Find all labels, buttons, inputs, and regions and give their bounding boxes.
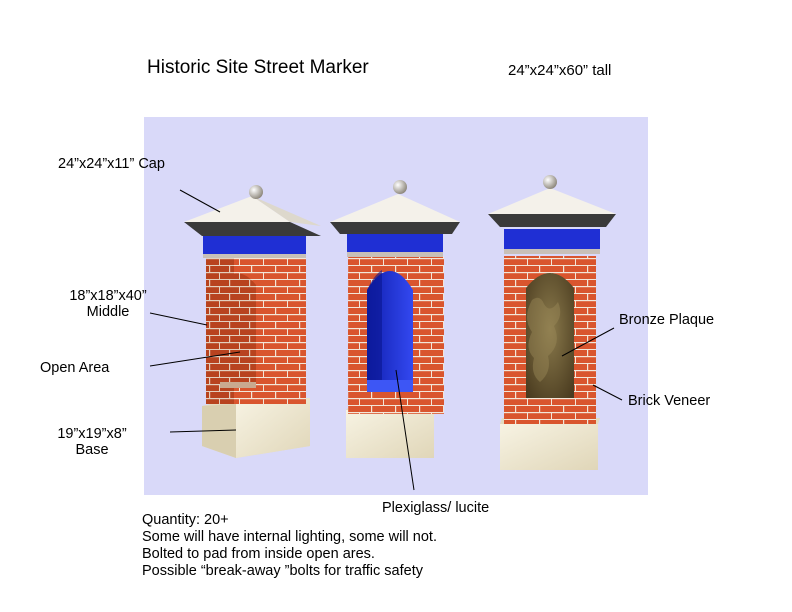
- leader-plexiglass: [395, 369, 415, 491]
- label-brick-veneer: Brick Veneer: [628, 393, 711, 409]
- label-cap: 24”x24”x11” Cap: [58, 156, 165, 172]
- leader-bronze-plaque: [561, 327, 615, 357]
- diagram-title: Historic Site Street Marker: [147, 57, 369, 78]
- label-base-name: Base: [75, 442, 109, 458]
- note-break-away: Possible “break-away ”bolts for traffic …: [142, 563, 423, 579]
- leader-middle: [149, 312, 208, 326]
- label-middle-name: Middle: [86, 304, 130, 320]
- leader-brick-veneer: [592, 384, 623, 401]
- pillar-bronze-plaque: [488, 175, 616, 470]
- note-quantity: Quantity: 20+: [142, 512, 229, 528]
- label-middle: 18”x18”x40” Middle: [52, 288, 164, 320]
- note-lighting: Some will have internal lighting, some w…: [142, 529, 437, 545]
- label-base-dimensions: 19”x19”x8”: [57, 426, 127, 442]
- pillar-open-area: [184, 185, 321, 458]
- overall-dimensions: 24”x24”x60” tall: [508, 62, 612, 79]
- label-base: 19”x19”x8” Base: [36, 426, 148, 458]
- note-bolting: Bolted to pad from inside open ares.: [142, 546, 375, 562]
- label-middle-dimensions: 18”x18”x40”: [69, 288, 147, 304]
- leader-cap: [179, 189, 221, 213]
- label-bronze-plaque: Bronze Plaque: [619, 312, 715, 328]
- label-open-area: Open Area: [40, 360, 110, 376]
- leader-base: [169, 429, 237, 433]
- leader-lines: [149, 189, 623, 491]
- leader-open-area: [149, 351, 241, 367]
- pillar-plexiglass: [330, 180, 460, 458]
- label-plexiglass: Plexiglass/ lucite: [382, 500, 490, 516]
- notes: Quantity: 20+ Some will have internal li…: [142, 512, 437, 580]
